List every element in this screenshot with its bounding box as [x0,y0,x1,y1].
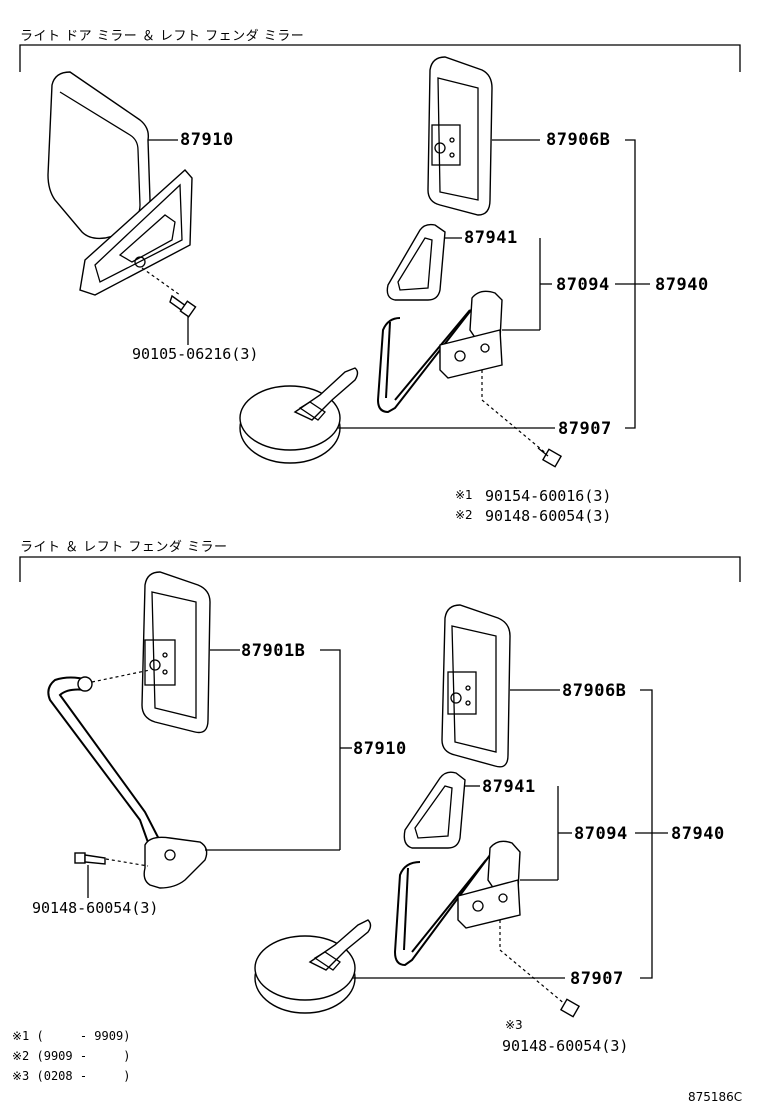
part-screw-2: 90148-60054(3) [485,507,612,525]
dash-bolt-s1 [141,267,181,296]
bolt-illustration-s2 [74,852,106,865]
screw-illustration-s2 [559,998,581,1018]
gasket-s1 [386,223,446,301]
part-87910-s1: 87910 [180,130,234,150]
reference-code: 875186C [688,1090,743,1104]
part-87940-s2: 87940 [671,824,725,844]
part-bolt-s1: 90105-06216(3) [132,345,259,363]
bolt-illustration-s1 [169,294,197,318]
screw-illustration-s1 [537,447,563,468]
section-1-frame [19,44,741,72]
bracket-87940-s2 [640,689,653,979]
part-87901b: 87901B [241,641,306,661]
mark-3: ※3 [505,1018,523,1032]
section-1-title: ライト ドア ミラー ＆ レフト フェンダ ミラー [20,29,305,44]
section-2-frame [19,556,741,582]
part-87910-s2: 87910 [353,739,407,759]
bracket-87940-s1 [625,139,636,429]
part-87941-s2: 87941 [482,777,536,797]
stay-s2 [393,840,521,967]
note-2: ※2 (9909 - ) [12,1049,131,1063]
fender-mirror-head-87901b [141,571,211,734]
note-1: ※1 ( - 9909) [12,1029,131,1043]
part-87907-s1: 87907 [558,419,612,439]
fender-mirror-head-s2 [441,604,511,768]
door-mirror-illustration [47,71,193,296]
part-87940-s1: 87940 [655,275,709,295]
stay-s1 [376,290,503,414]
mark-2: ※2 [455,508,473,522]
part-screw-s2: 90148-60054(3) [502,1037,629,1055]
round-mirror-s2 [254,919,372,1014]
part-87941-s1: 87941 [464,228,518,248]
note-3: ※3 (0208 - ) [12,1069,131,1083]
part-87094-s2: 87094 [574,824,628,844]
part-87907-s2: 87907 [570,969,624,989]
long-arm-87910 [47,669,208,889]
mark-1: ※1 [455,488,473,502]
part-bolt-s2: 90148-60054(3) [32,899,159,917]
fender-mirror-head-s1 [427,56,493,216]
part-87906b-s2: 87906B [562,681,627,701]
section-2-title: ライト ＆ レフト フェンダ ミラー [20,540,228,555]
part-87906b-s1: 87906B [546,130,611,150]
part-87094-s1: 87094 [556,275,610,295]
bracket-87910-s2 [320,649,341,850]
part-screw-1: 90154-60016(3) [485,487,612,505]
round-mirror-s1 [239,367,359,464]
gasket-s2 [403,771,466,849]
